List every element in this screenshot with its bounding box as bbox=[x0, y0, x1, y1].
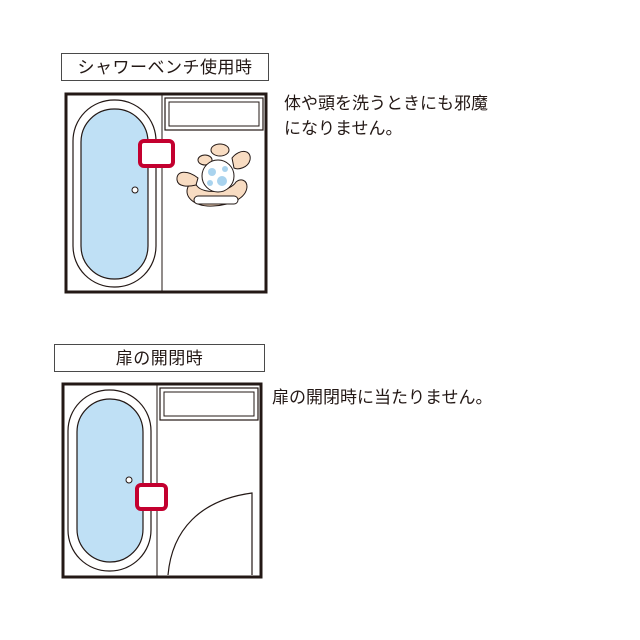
floor-plan-shower-bench bbox=[64, 92, 268, 294]
shower-bench bbox=[138, 139, 175, 168]
drain-icon-2 bbox=[125, 476, 133, 484]
description-shower-bench: 体や頭を洗うときにも邪魔 になりません。 bbox=[284, 94, 488, 139]
bathtub-water-2 bbox=[76, 398, 144, 563]
shower-bench-folded bbox=[135, 483, 168, 511]
drain-icon bbox=[131, 186, 139, 194]
label-door-open-text: 扉の開閉時 bbox=[115, 349, 204, 369]
floor-plan-door-open bbox=[61, 382, 263, 579]
label-door-open: 扉の開閉時 bbox=[54, 344, 265, 372]
description-door-open: 扉の開閉時に当たりません。 bbox=[272, 388, 493, 408]
counter-shelf-inner-2 bbox=[163, 391, 255, 417]
counter-shelf-inner bbox=[168, 101, 260, 127]
label-shower-bench-text: シャワーベンチ使用時 bbox=[77, 58, 253, 78]
bathtub-water bbox=[80, 108, 149, 280]
label-shower-bench: シャワーベンチ使用時 bbox=[61, 53, 269, 81]
person-washing-icon bbox=[176, 143, 251, 207]
door-swing-arc bbox=[167, 492, 253, 576]
